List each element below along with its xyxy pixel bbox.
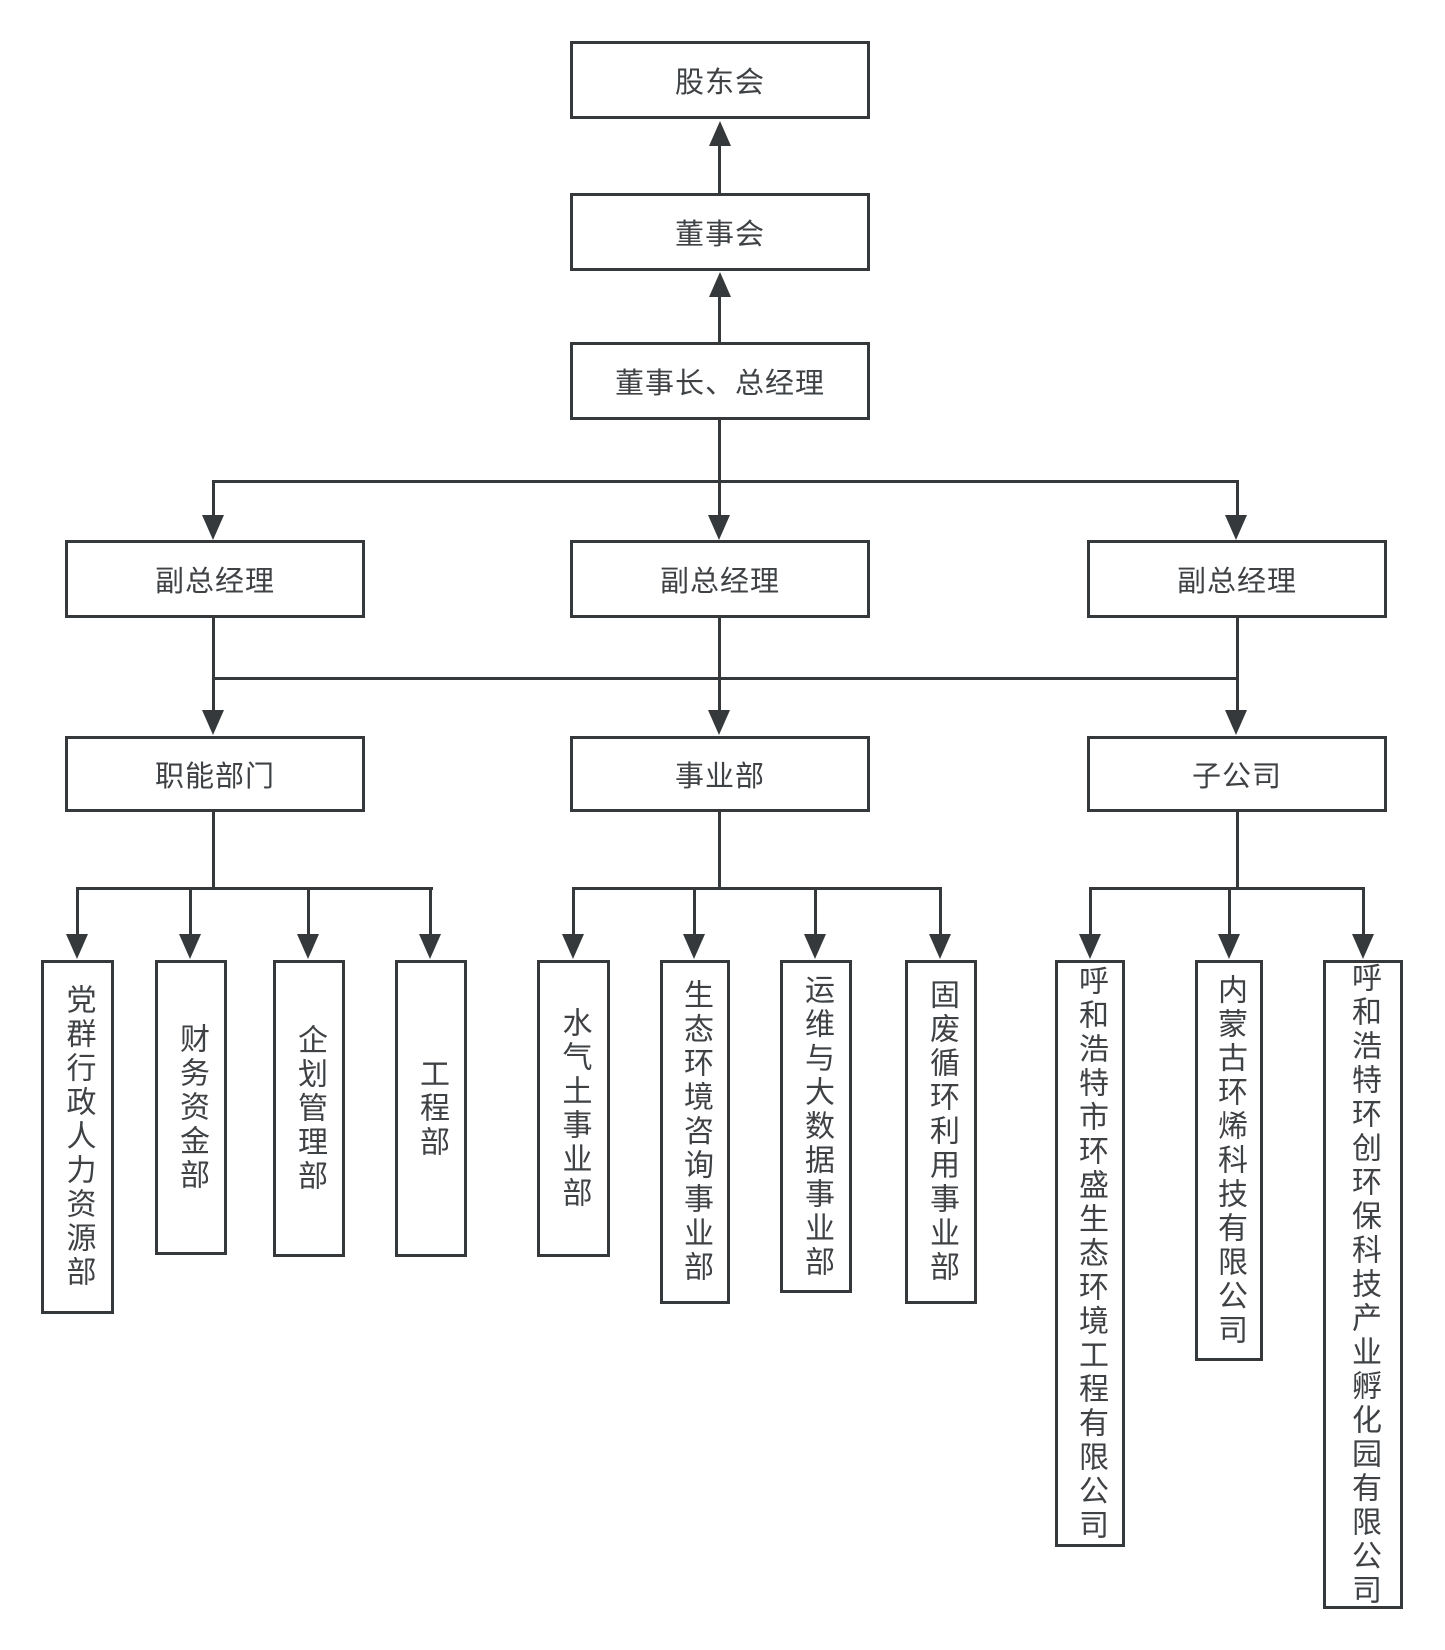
connector-line xyxy=(212,480,215,517)
dept-box-3: 企划管理部 xyxy=(273,960,345,1257)
dept-label-4: 工程部 xyxy=(415,1057,448,1160)
board-box: 董事会 xyxy=(570,193,870,271)
arrow-down-icon xyxy=(683,934,705,959)
connector-line xyxy=(212,812,215,890)
arrow-down-icon xyxy=(179,934,201,959)
dept-label-1: 党群行政人力资源部 xyxy=(61,984,95,1290)
business-divisions-label: 事业部 xyxy=(674,761,765,793)
company-label-3: 呼和浩特环创环保科技产业孵化园有限公司 xyxy=(1347,961,1380,1608)
connector-line xyxy=(718,677,721,711)
company-box-1: 呼和浩特市环盛生态环境工程有限公司 xyxy=(1055,960,1125,1547)
connector-line xyxy=(1362,887,1365,936)
division-label-2: 生态环境咨询事业部 xyxy=(679,979,712,1285)
arrow-down-icon xyxy=(1079,934,1101,959)
division-box-4: 固废循环利用事业部 xyxy=(905,960,977,1304)
connector-line xyxy=(77,887,433,890)
connector-line xyxy=(189,887,192,936)
connector-line xyxy=(718,295,721,342)
arrow-down-icon xyxy=(1352,934,1374,959)
company-label-1: 呼和浩特市环盛生态环境工程有限公司 xyxy=(1074,964,1107,1543)
connector-line xyxy=(814,887,817,936)
connector-line xyxy=(939,887,942,936)
arrow-down-icon xyxy=(708,710,730,735)
subsidiaries-label: 子公司 xyxy=(1191,761,1282,793)
connector-line xyxy=(1236,677,1239,711)
vp-center-box: 副总经理 xyxy=(570,540,870,618)
shareholders-box: 股东会 xyxy=(570,41,870,119)
arrow-down-icon xyxy=(202,515,224,540)
connector-line xyxy=(718,144,721,193)
arrow-down-icon xyxy=(1225,515,1247,540)
connector-line xyxy=(718,812,721,890)
connector-line xyxy=(1089,887,1365,890)
connector-line xyxy=(212,617,215,680)
connector-line xyxy=(212,480,1239,483)
connector-line xyxy=(1089,887,1092,936)
chairman-gm-label: 董事长、总经理 xyxy=(614,368,825,400)
chairman-gm-box: 董事长、总经理 xyxy=(570,342,870,420)
arrow-down-icon xyxy=(66,934,88,959)
vp-left-box: 副总经理 xyxy=(65,540,365,618)
division-box-3: 运维与大数据事业部 xyxy=(780,960,852,1293)
functional-depts-box: 职能部门 xyxy=(65,736,365,812)
dept-label-2: 财务资金部 xyxy=(175,1022,208,1193)
company-label-2: 内蒙古环烯科技有限公司 xyxy=(1213,973,1246,1348)
company-box-2: 内蒙古环烯科技有限公司 xyxy=(1195,960,1263,1361)
division-label-1: 水气土事业部 xyxy=(557,1006,591,1211)
functional-depts-label: 职能部门 xyxy=(154,761,275,793)
arrow-down-icon xyxy=(929,934,951,959)
division-label-4: 固废循环利用事业部 xyxy=(925,979,958,1285)
connector-line xyxy=(693,887,696,936)
connector-line xyxy=(572,887,942,890)
vp-right-box: 副总经理 xyxy=(1087,540,1387,618)
connector-line xyxy=(718,480,721,517)
connector-line xyxy=(212,677,1239,680)
connector-line xyxy=(572,887,575,936)
dept-box-1: 党群行政人力资源部 xyxy=(41,960,114,1314)
arrow-down-icon xyxy=(562,934,584,959)
shareholders-label: 股东会 xyxy=(674,67,765,99)
arrow-down-icon xyxy=(419,934,441,959)
subsidiaries-box: 子公司 xyxy=(1087,736,1387,812)
division-box-2: 生态环境咨询事业部 xyxy=(660,960,730,1304)
connector-line xyxy=(307,887,310,936)
board-label: 董事会 xyxy=(674,219,765,251)
dept-label-3: 企划管理部 xyxy=(293,1023,326,1194)
connector-line xyxy=(718,617,721,680)
connector-line xyxy=(429,887,432,936)
arrow-down-icon xyxy=(1225,710,1247,735)
connector-line xyxy=(76,887,79,936)
connector-line xyxy=(718,420,721,483)
arrow-down-icon xyxy=(804,934,826,959)
division-label-3: 运维与大数据事业部 xyxy=(800,973,833,1280)
connector-line xyxy=(1228,887,1231,936)
arrow-down-icon xyxy=(202,710,224,735)
arrow-down-icon xyxy=(297,934,319,959)
dept-box-4: 工程部 xyxy=(395,960,467,1257)
connector-line xyxy=(1236,812,1239,890)
connector-line xyxy=(212,677,215,711)
arrow-up-icon xyxy=(709,121,731,146)
division-box-1: 水气土事业部 xyxy=(537,960,610,1257)
arrow-down-icon xyxy=(708,515,730,540)
connector-line xyxy=(1236,617,1239,680)
arrow-down-icon xyxy=(1218,934,1240,959)
vp-left-label: 副总经理 xyxy=(154,566,275,598)
dept-box-2: 财务资金部 xyxy=(155,960,227,1255)
business-divisions-box: 事业部 xyxy=(570,736,870,812)
connector-line xyxy=(1236,480,1239,517)
vp-center-label: 副总经理 xyxy=(659,566,780,598)
arrow-up-icon xyxy=(709,272,731,297)
company-box-3: 呼和浩特环创环保科技产业孵化园有限公司 xyxy=(1323,960,1403,1609)
vp-right-label: 副总经理 xyxy=(1176,566,1297,598)
